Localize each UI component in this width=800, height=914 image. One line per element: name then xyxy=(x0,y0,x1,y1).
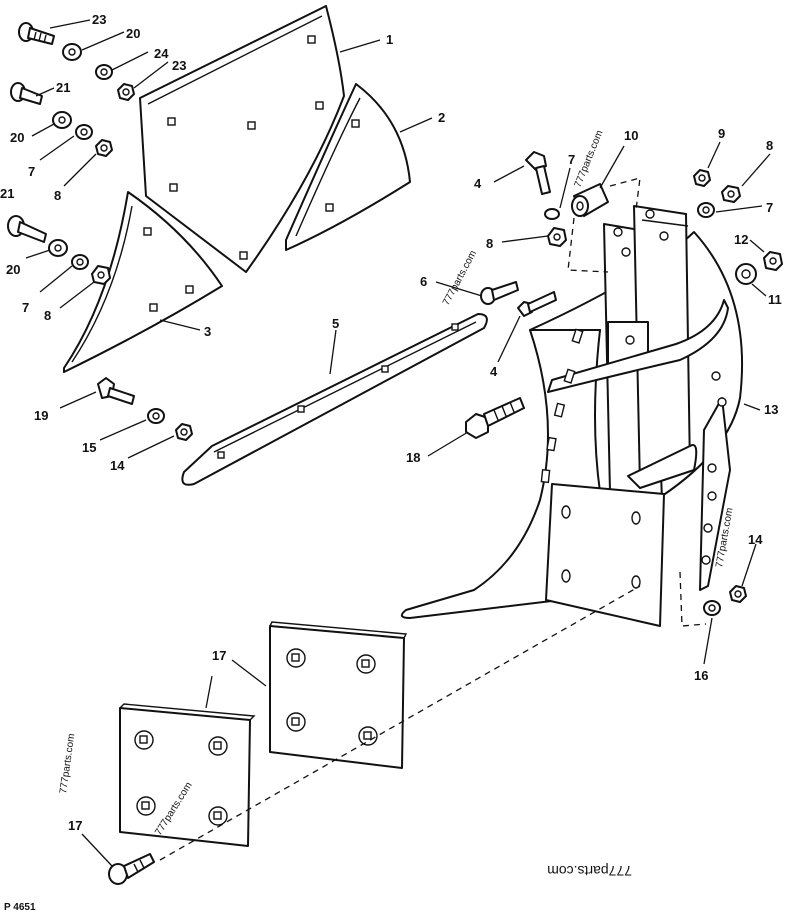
part-6-bolt xyxy=(480,281,519,305)
callout-8-c: 8 xyxy=(486,236,493,251)
callouts: 23 20 24 23 21 20 7 8 1 2 3 21 20 7 8 19… xyxy=(0,12,782,833)
part-7-lockwasher-3 xyxy=(544,208,560,220)
part-23-nut xyxy=(117,83,135,101)
part-15-lockwasher-2 xyxy=(703,600,721,616)
part-8-nut xyxy=(95,139,113,157)
part-4-bolt-2 xyxy=(517,291,557,317)
part-8-nut-2 xyxy=(91,265,111,285)
part-7-lockwasher-2 xyxy=(71,254,89,270)
callout-7-b: 7 xyxy=(22,300,29,315)
callout-15: 15 xyxy=(82,440,96,455)
part-1-plate xyxy=(139,5,345,273)
part-9-nut xyxy=(693,169,711,187)
watermark: 777parts.com xyxy=(441,249,479,308)
part-22-bolt xyxy=(18,22,55,45)
callout-8-d: 8 xyxy=(766,138,773,153)
part-18-bolt xyxy=(465,397,525,439)
callout-6: 6 xyxy=(420,274,427,289)
callout-16: 17 xyxy=(68,818,82,833)
part-20-washer-2 xyxy=(52,111,72,129)
callout-21-b: 21 xyxy=(0,186,14,201)
part-4-bolt xyxy=(525,151,551,195)
callout-13: 13 xyxy=(764,402,778,417)
part-3-wing xyxy=(63,191,223,373)
callout-8: 8 xyxy=(54,188,61,203)
part-14-nut xyxy=(175,423,193,441)
watermark: 777parts.com xyxy=(58,733,77,795)
callout-12: 12 xyxy=(734,232,748,247)
callout-21: 21 xyxy=(56,80,70,95)
part-14-nut-2 xyxy=(729,585,747,603)
part-21-bolt xyxy=(10,82,43,105)
hardware xyxy=(7,22,783,885)
part-2-wing xyxy=(285,83,411,251)
callout-8-b: 8 xyxy=(44,308,51,323)
part-15-lockwasher xyxy=(147,408,165,424)
watermark: 777parts.com xyxy=(547,863,632,879)
callout-3: 3 xyxy=(204,324,211,339)
part-24-lockwasher xyxy=(95,64,113,80)
callout-14-b: 14 xyxy=(748,532,763,547)
figure-number: P 4651 xyxy=(4,902,36,913)
leader-lines xyxy=(25,19,771,867)
part-13-shank xyxy=(400,205,743,627)
part-10-spacer xyxy=(571,183,609,217)
part-21-bolt-2 xyxy=(7,215,47,243)
callout-20: 20 xyxy=(126,26,140,41)
part-17-wear-plate-rear xyxy=(269,621,408,769)
callout-9: 9 xyxy=(718,126,725,141)
callout-7-c: 7 xyxy=(568,152,575,167)
callout-1: 1 xyxy=(386,32,393,47)
callout-10: 10 xyxy=(624,128,638,143)
callout-23: 23 xyxy=(172,58,186,73)
callout-2: 2 xyxy=(438,110,445,125)
callout-19: 19 xyxy=(34,408,48,423)
callout-11: 11 xyxy=(768,292,782,307)
part-19-bolt xyxy=(97,377,135,405)
callout-24: 24 xyxy=(154,46,169,61)
part-12-nut xyxy=(763,251,783,271)
callout-20-b: 20 xyxy=(10,130,24,145)
callout-14: 14 xyxy=(110,458,125,473)
callout-20-c: 20 xyxy=(6,262,20,277)
part-17-wear-plate-front xyxy=(119,703,256,847)
part-7-lockwasher xyxy=(75,124,93,140)
part-7-lockwasher-4 xyxy=(697,202,715,218)
callout-7-d: 7 xyxy=(766,200,773,215)
part-11-washer xyxy=(735,263,757,285)
part-5-bar xyxy=(181,313,488,486)
callout-4: 4 xyxy=(474,176,482,191)
part-20-washer-3 xyxy=(48,239,68,257)
callout-5: 5 xyxy=(332,316,339,331)
callout-4-b: 4 xyxy=(490,364,498,379)
callout-15-b: 16 xyxy=(694,668,708,683)
callout-17: 17 xyxy=(212,648,226,663)
assembly-lines xyxy=(159,177,707,861)
callout-18: 18 xyxy=(406,450,420,465)
callout-7: 7 xyxy=(28,164,35,179)
callout-22: 23 xyxy=(92,12,106,27)
part-20-washer xyxy=(62,43,82,61)
part-8-nut-4 xyxy=(721,185,741,203)
watermark: 777parts.com xyxy=(573,129,606,189)
part-16-plow-bolt xyxy=(108,853,155,885)
part-8-nut-3 xyxy=(547,227,567,247)
